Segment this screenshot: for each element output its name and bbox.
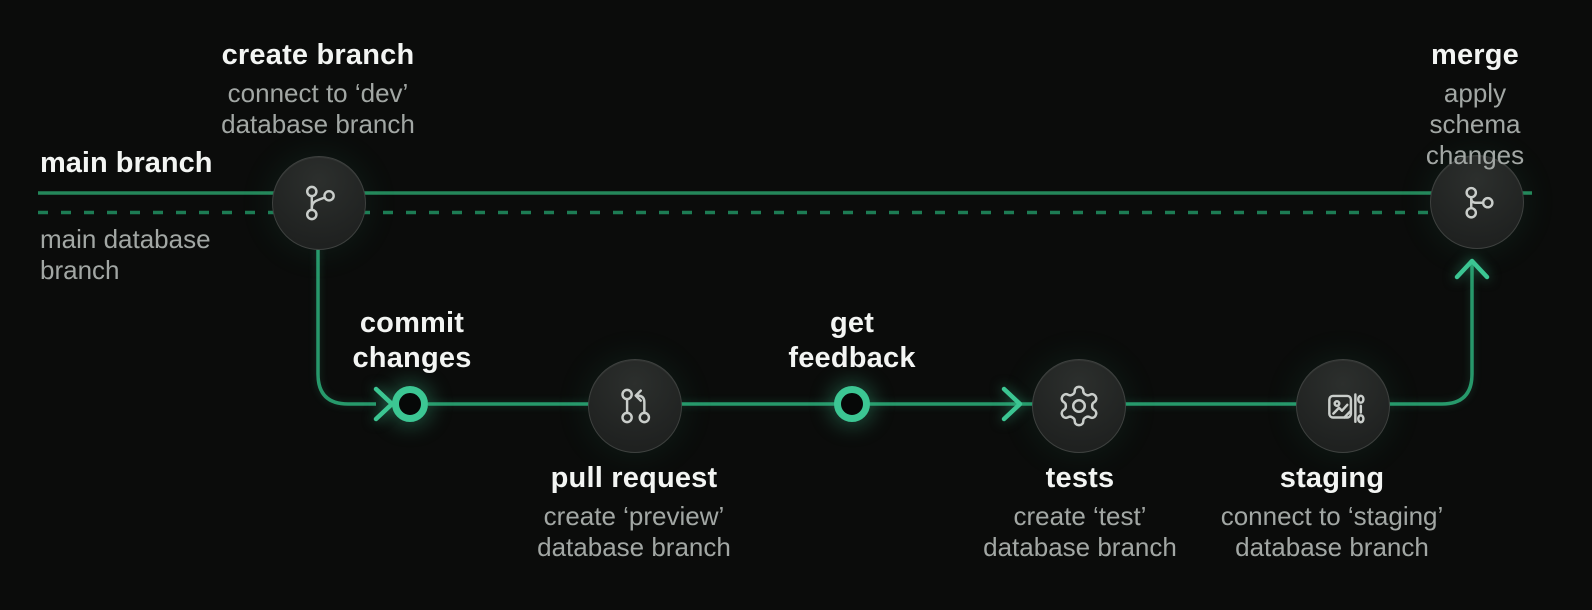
- step-title: pull request: [550, 462, 718, 494]
- pull-request-node: [588, 359, 682, 453]
- step-label-merge: merge apply schema changes: [1417, 38, 1534, 171]
- main-branch-label: main branch: [40, 147, 213, 179]
- git-branch-icon: [305, 185, 335, 221]
- step-title: commit changes: [352, 307, 472, 374]
- step-subtitle: connect to ‘staging’ database branch: [1220, 501, 1444, 562]
- feedback-point-ring: [834, 386, 870, 422]
- main-database-branch-label: main database branch: [40, 224, 211, 285]
- step-subtitle: apply schema changes: [1425, 78, 1525, 170]
- step-title: merge: [1430, 39, 1520, 71]
- step-title: create branch: [221, 39, 415, 71]
- step-label-create-branch: create branch connect to ‘dev’ database …: [221, 38, 415, 140]
- step-label-get-feedback: get feedback: [788, 306, 915, 376]
- step-title: staging: [1279, 462, 1385, 494]
- step-title: get feedback: [788, 307, 916, 374]
- up-arrow-icon: [1454, 258, 1490, 280]
- merge-node: [1430, 155, 1524, 249]
- step-label-commit-changes: commit changes: [352, 306, 471, 376]
- step-subtitle: connect to ‘dev’ database branch: [221, 78, 415, 139]
- feature-branch-pipeline-line: [428, 262, 1474, 406]
- image-to-data-icon: [1328, 393, 1365, 424]
- feature-branch-drop-line: [316, 247, 376, 406]
- step-label-staging: staging connect to ‘staging’ database br…: [1221, 461, 1444, 563]
- commit-point-ring: [392, 386, 428, 422]
- step-subtitle: create ‘preview’ database branch: [537, 501, 731, 562]
- create-branch-node: [272, 156, 366, 250]
- step-title: tests: [1045, 462, 1115, 494]
- git-merge-icon: [1465, 186, 1494, 219]
- gear-icon: [1060, 385, 1098, 427]
- right-arrow-icon: [373, 386, 395, 422]
- step-label-tests: tests create ‘test’ database branch: [983, 461, 1177, 563]
- step-label-pull-request: pull request create ‘preview’ database b…: [537, 461, 731, 563]
- git-pull-request-icon: [621, 388, 651, 424]
- tests-node: [1032, 359, 1126, 453]
- staging-node: [1296, 359, 1390, 453]
- right-arrow-icon: [1001, 386, 1023, 422]
- step-subtitle: create ‘test’ database branch: [983, 501, 1177, 562]
